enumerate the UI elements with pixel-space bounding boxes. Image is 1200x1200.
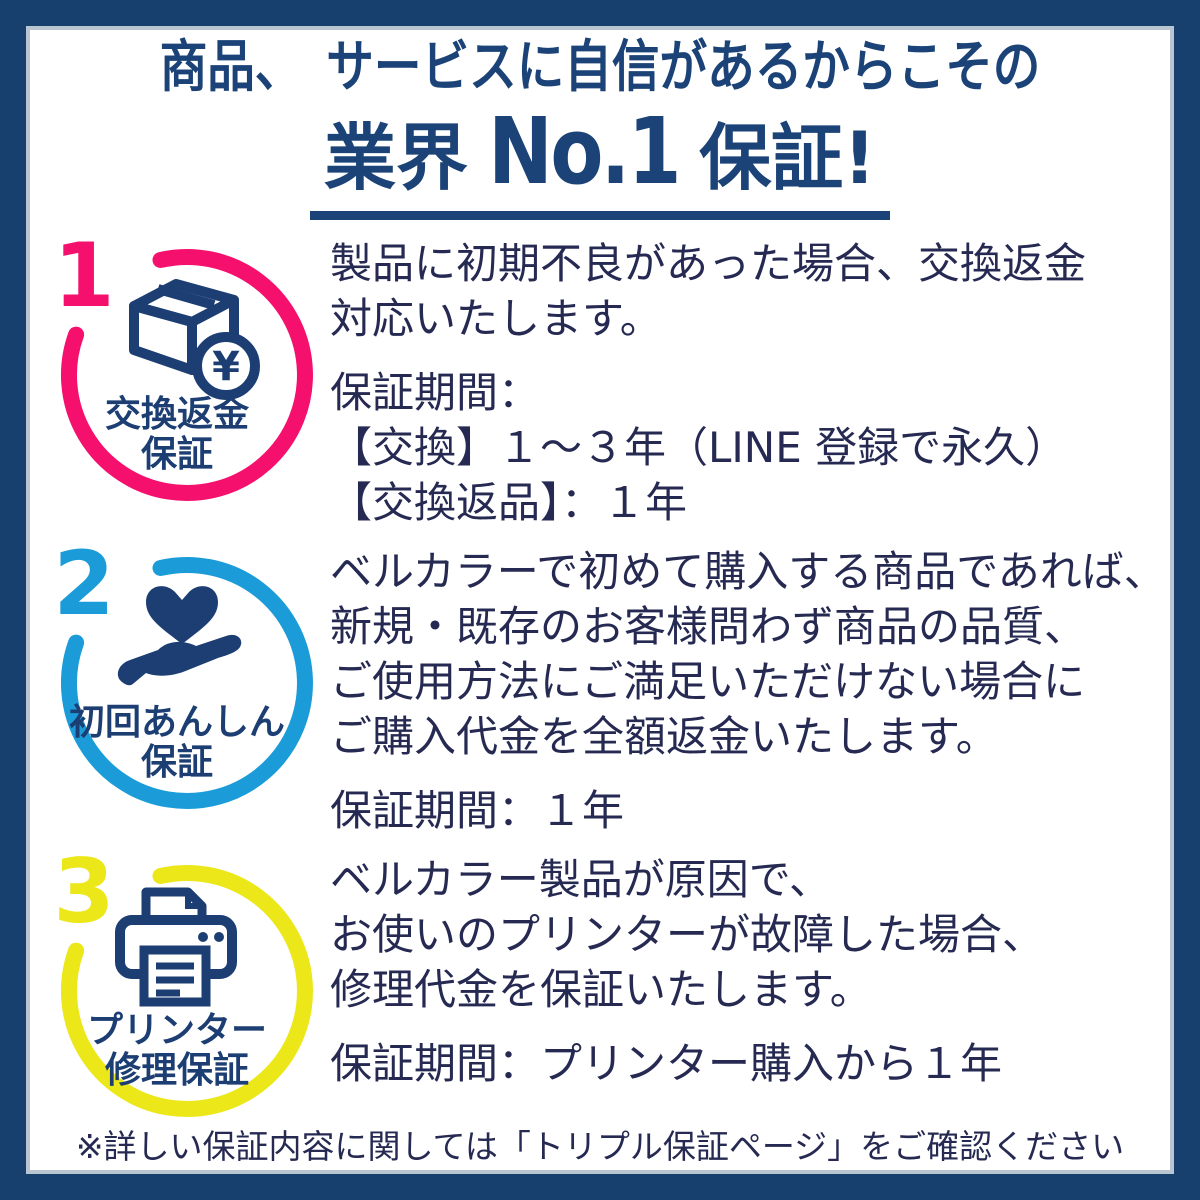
badge-3: 3 プリンター 修理保証	[42, 840, 313, 1117]
title-line1: 商品、 サービスに自信があるからこその	[159, 35, 1041, 100]
desc-line: ベルカラー製品が原因で、	[330, 855, 832, 904]
desc-line: 製品に初期不良があった場合、交換返金	[330, 239, 1087, 288]
ring-2	[61, 556, 313, 809]
title-industry-text: 業界	[323, 116, 468, 201]
badge-2: 2 初回あんしん 保証	[42, 532, 313, 809]
badge-label-2-line1: 初回あんしん	[69, 702, 285, 743]
guarantee-section-first-purchase: 2 初回あんしん 保証 ベルカラーで初めて購入する商品であれば、 新規・既存のお…	[42, 532, 1166, 838]
badge-label-1-line1: 交換返金	[105, 393, 250, 435]
yen-coin-icon	[192, 332, 260, 400]
desc-line: ご購入代金を全額返金いたします。	[330, 712, 998, 761]
desc-line: 修理代金を保証いたします。	[330, 965, 872, 1014]
period-line: 保証期間：	[330, 368, 541, 417]
footer-note: ※詳しい保証内容に関しては「トリプル保証ページ」をご確認ください	[75, 1127, 1125, 1166]
ring-1	[61, 248, 313, 501]
period-line: 【交換返品】：１年	[330, 478, 688, 527]
guarantee-section-exchange-refund: 1 ¥ 交換返金 保証 製品に初期不良があった場合、交換返金 対応	[42, 224, 1086, 530]
badge-label-3-line1: プリンター	[87, 1010, 267, 1051]
desc-line: ベルカラーで初めて購入する商品であれば、	[330, 547, 1166, 596]
badge-number-2: 2	[53, 532, 114, 635]
package-refund-icon: ¥	[129, 279, 260, 400]
period-line: 保証期間：プリンター購入から１年	[330, 1039, 1003, 1088]
desc-line: 対応いたします。	[330, 294, 662, 343]
desc-line: お使いのプリンターが故障した場合、	[330, 910, 1045, 959]
badge-number-1: 1	[53, 224, 114, 327]
title-no1-text: No.1	[488, 98, 681, 206]
guarantee-text-1: 製品に初期不良があった場合、交換返金 対応いたします。 保証期間： 【交換】１～…	[330, 230, 1086, 530]
guarantee-text-3: ベルカラー製品が原因で、 お使いのプリンターが故障した場合、 修理代金を保証いた…	[330, 846, 1044, 1116]
badge-number-3: 3	[53, 840, 114, 943]
badge-1: 1 ¥ 交換返金 保証	[42, 224, 313, 501]
title-guarantee-text: 保証!	[699, 116, 877, 201]
period-line: 保証期間：１年	[330, 786, 625, 835]
desc-line: ご使用方法にご満足いただけない場合に	[330, 657, 1086, 706]
guarantee-text-2: ベルカラーで初めて購入する商品であれば、 新規・既存のお客様問わず商品の品質、 …	[330, 538, 1166, 838]
badge-label-3-line2: 修理保証	[105, 1050, 249, 1091]
guarantee-section-printer-repair: 3 プリンター 修理保証 ベルカラー製品が原因で、 お	[42, 840, 1044, 1117]
printer-icon	[115, 887, 237, 1007]
desc-line: 新規・既存のお客様問わず商品の品質、	[330, 602, 1087, 651]
badge-label-1-line2: 保証	[141, 434, 213, 475]
yen-symbol: ¥	[212, 344, 240, 390]
period-line: 【交換】１～３年（LINE 登録で永久）	[330, 423, 1068, 472]
badge-label-2-line2: 保証	[141, 742, 213, 783]
ring-3	[61, 864, 313, 1117]
heart-in-hand-icon	[117, 586, 242, 686]
